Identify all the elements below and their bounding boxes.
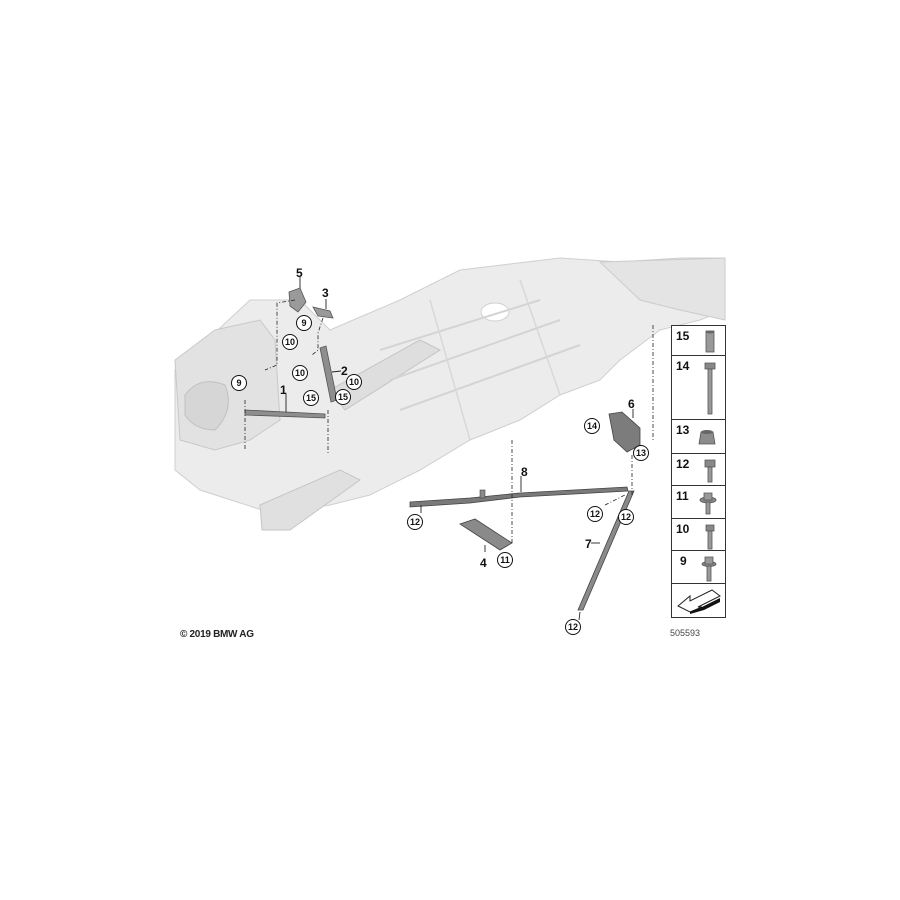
callout-12-diag-top: 12 [618,509,634,525]
legend-item-15: 15 [672,326,725,356]
callout-9-left: 9 [231,375,247,391]
callout-15-right: 15 [335,389,351,405]
washer-bolt-icon [699,492,717,515]
callout-13: 13 [633,445,649,461]
legend-item-9: 9 [672,551,725,584]
hex-bolt-icon [704,459,716,483]
callout-12-strut-right: 12 [587,506,603,522]
part-label-7: 7 [585,537,592,551]
part-label-4: 5 [296,266,303,280]
part-label-8: 8 [521,465,528,479]
part-label-6: 6 [628,397,635,411]
legend-item-12: 12 [672,454,725,486]
direction-arrow-icon [677,589,721,614]
fastener-legend: 15 14 13 12 11 10 9 [671,325,726,618]
part-label-5: 4 [480,556,487,570]
bolt-icon [705,524,715,550]
callout-12-strut-left: 12 [407,514,423,530]
copyright-text: © 2019 BMW AG [180,629,254,640]
legend-item-11: 11 [672,486,725,519]
diagram-id: 505593 [670,628,701,638]
callout-11: 11 [497,552,513,568]
part-label-1: 1 [280,383,287,397]
sleeve-icon [705,330,715,353]
part-label-3: 3 [322,286,329,300]
callout-10-mid: 10 [292,365,308,381]
callout-12-diag-bottom: 12 [565,619,581,635]
collar-bolt-icon [701,556,717,582]
legend-item-14: 14 [672,356,725,420]
flange-nut-icon [698,430,716,445]
callout-10-right: 10 [346,374,362,390]
long-bolt-icon [704,362,716,415]
callout-10-upper: 10 [282,334,298,350]
callout-9-upper: 9 [296,315,312,331]
legend-item-13: 13 [672,420,725,454]
callout-14: 14 [584,418,600,434]
legend-item-direction [672,584,725,617]
legend-item-10: 10 [672,519,725,551]
callout-15-left: 15 [303,390,319,406]
part-label-2: 2 [341,364,348,378]
